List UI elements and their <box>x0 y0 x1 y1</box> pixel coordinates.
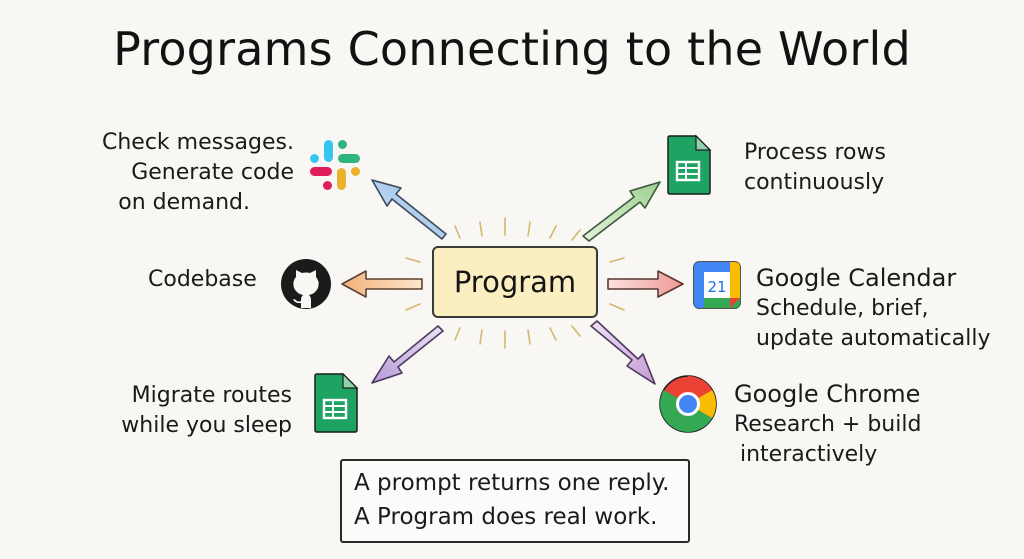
calendar-title: Google Calendar <box>756 264 957 292</box>
sheets-left-label: Migrate routes while you sleep <box>96 381 292 441</box>
github-label: Codebase <box>148 265 257 295</box>
chrome-line-2: interactively <box>740 442 878 467</box>
chrome-title: Google Chrome <box>734 380 921 408</box>
sheets-left-line-2: while you sleep <box>121 413 292 438</box>
arrow-to-github <box>341 270 423 298</box>
diagram-title: Programs Connecting to the World <box>113 22 911 76</box>
slack-line-3: on demand. <box>118 190 250 215</box>
note-line-2: A Program does real work. <box>354 504 658 530</box>
github-line-1: Codebase <box>148 267 257 292</box>
arrow-to-chrome <box>590 320 656 385</box>
program-node: Program <box>432 246 598 318</box>
sheets-right-line-2: continuously <box>744 170 885 195</box>
google-sheets-icon <box>314 372 359 433</box>
google-calendar-icon: 21 <box>693 261 741 309</box>
arrow-to-slack <box>371 179 447 240</box>
note-box: A prompt returns one reply. A Program do… <box>340 459 690 543</box>
calendar-line-2: update automatically <box>756 326 991 351</box>
github-icon <box>281 259 331 309</box>
slack-line-2: Generate code <box>131 160 294 185</box>
arrow-to-calendar <box>607 270 684 298</box>
chrome-line-1: Research + build <box>734 412 922 437</box>
note-line-1: A prompt returns one reply. <box>354 470 670 496</box>
chrome-label: Google Chrome Research + build interacti… <box>734 378 921 470</box>
google-sheets-icon <box>667 134 712 195</box>
calendar-label: Google Calendar Schedule, brief, update … <box>756 262 991 354</box>
google-chrome-icon <box>659 375 717 433</box>
arrow-to-sheets-left <box>371 325 444 384</box>
calendar-line-1: Schedule, brief, <box>756 296 929 321</box>
sheets-right-line-1: Process rows <box>744 140 886 165</box>
slack-line-1: Check messages. <box>102 130 294 155</box>
sheets-left-line-1: Migrate routes <box>131 383 292 408</box>
slack-icon <box>310 140 360 190</box>
slack-label: Check messages. Generate code on demand. <box>88 128 294 218</box>
sheets-right-label: Process rows continuously <box>744 138 886 198</box>
calendar-day: 21 <box>707 278 726 296</box>
program-label: Program <box>453 265 577 299</box>
arrow-to-sheets-right <box>582 181 661 242</box>
